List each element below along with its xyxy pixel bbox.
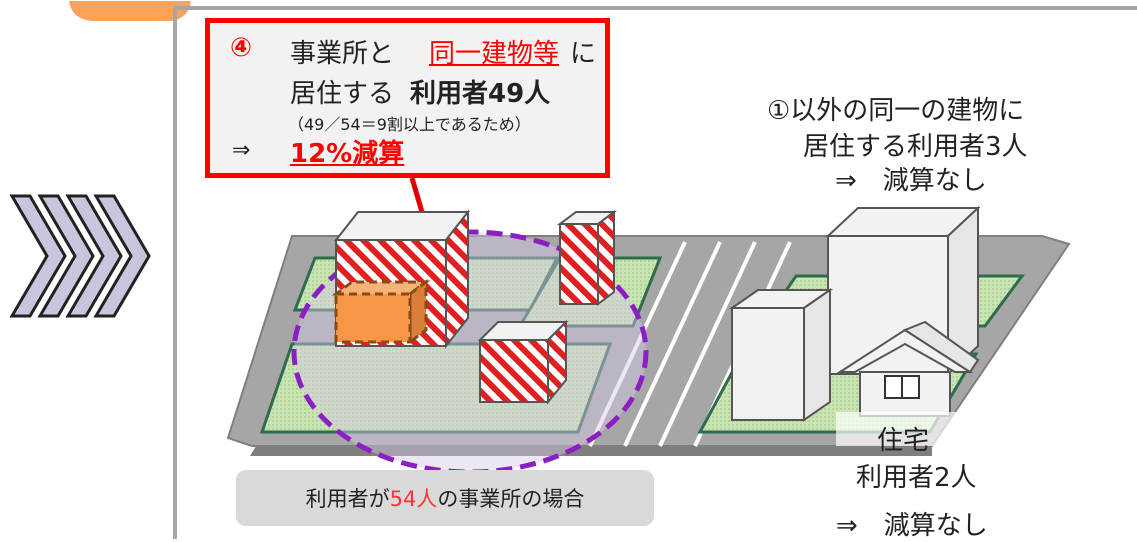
house-line2: 利用者2人	[856, 463, 977, 493]
house-label-backdrop	[836, 412, 966, 446]
chevron-arrows-icon	[9, 194, 151, 318]
callout-line3: （49／54＝9割以上であるため）	[288, 115, 531, 134]
other-building-line1: ①以外の同一の建物に	[767, 96, 1025, 126]
callout-number: ④	[230, 33, 253, 63]
other-building-small	[728, 288, 834, 422]
caption-suffix: の事業所の場合	[437, 487, 585, 511]
callout-line1-highlight: 同一建物等	[429, 39, 560, 69]
callout-pointer	[409, 177, 425, 213]
caption-prefix: 利用者が	[305, 487, 390, 511]
callout-reduction: 12%減算	[290, 139, 405, 169]
house-line3: ⇒ 減算なし	[836, 511, 988, 541]
house-line1: 住宅	[877, 426, 930, 456]
callout-line1-suffix: に	[570, 39, 597, 69]
other-building-line3: ⇒ 減算なし	[835, 166, 987, 196]
tower-building	[557, 210, 617, 306]
callout-line1-prefix: 事業所と	[290, 39, 395, 69]
office-box	[331, 279, 431, 345]
callout-line2-prefix: 居住する	[290, 79, 395, 109]
panel-frame	[173, 6, 1137, 539]
cube-building	[477, 319, 569, 405]
callout-box-4: ④ 事業所と 同一建物等 に 居住する 利用者49人 （49／54＝9割以上であ…	[205, 18, 610, 178]
callout-arrow: ⇒	[232, 138, 251, 163]
other-building-line2: 居住する利用者3人	[803, 132, 1028, 162]
house-icon	[836, 320, 980, 417]
caption-highlight: 54人	[389, 487, 438, 511]
callout-line2-bold: 利用者49人	[410, 79, 551, 109]
